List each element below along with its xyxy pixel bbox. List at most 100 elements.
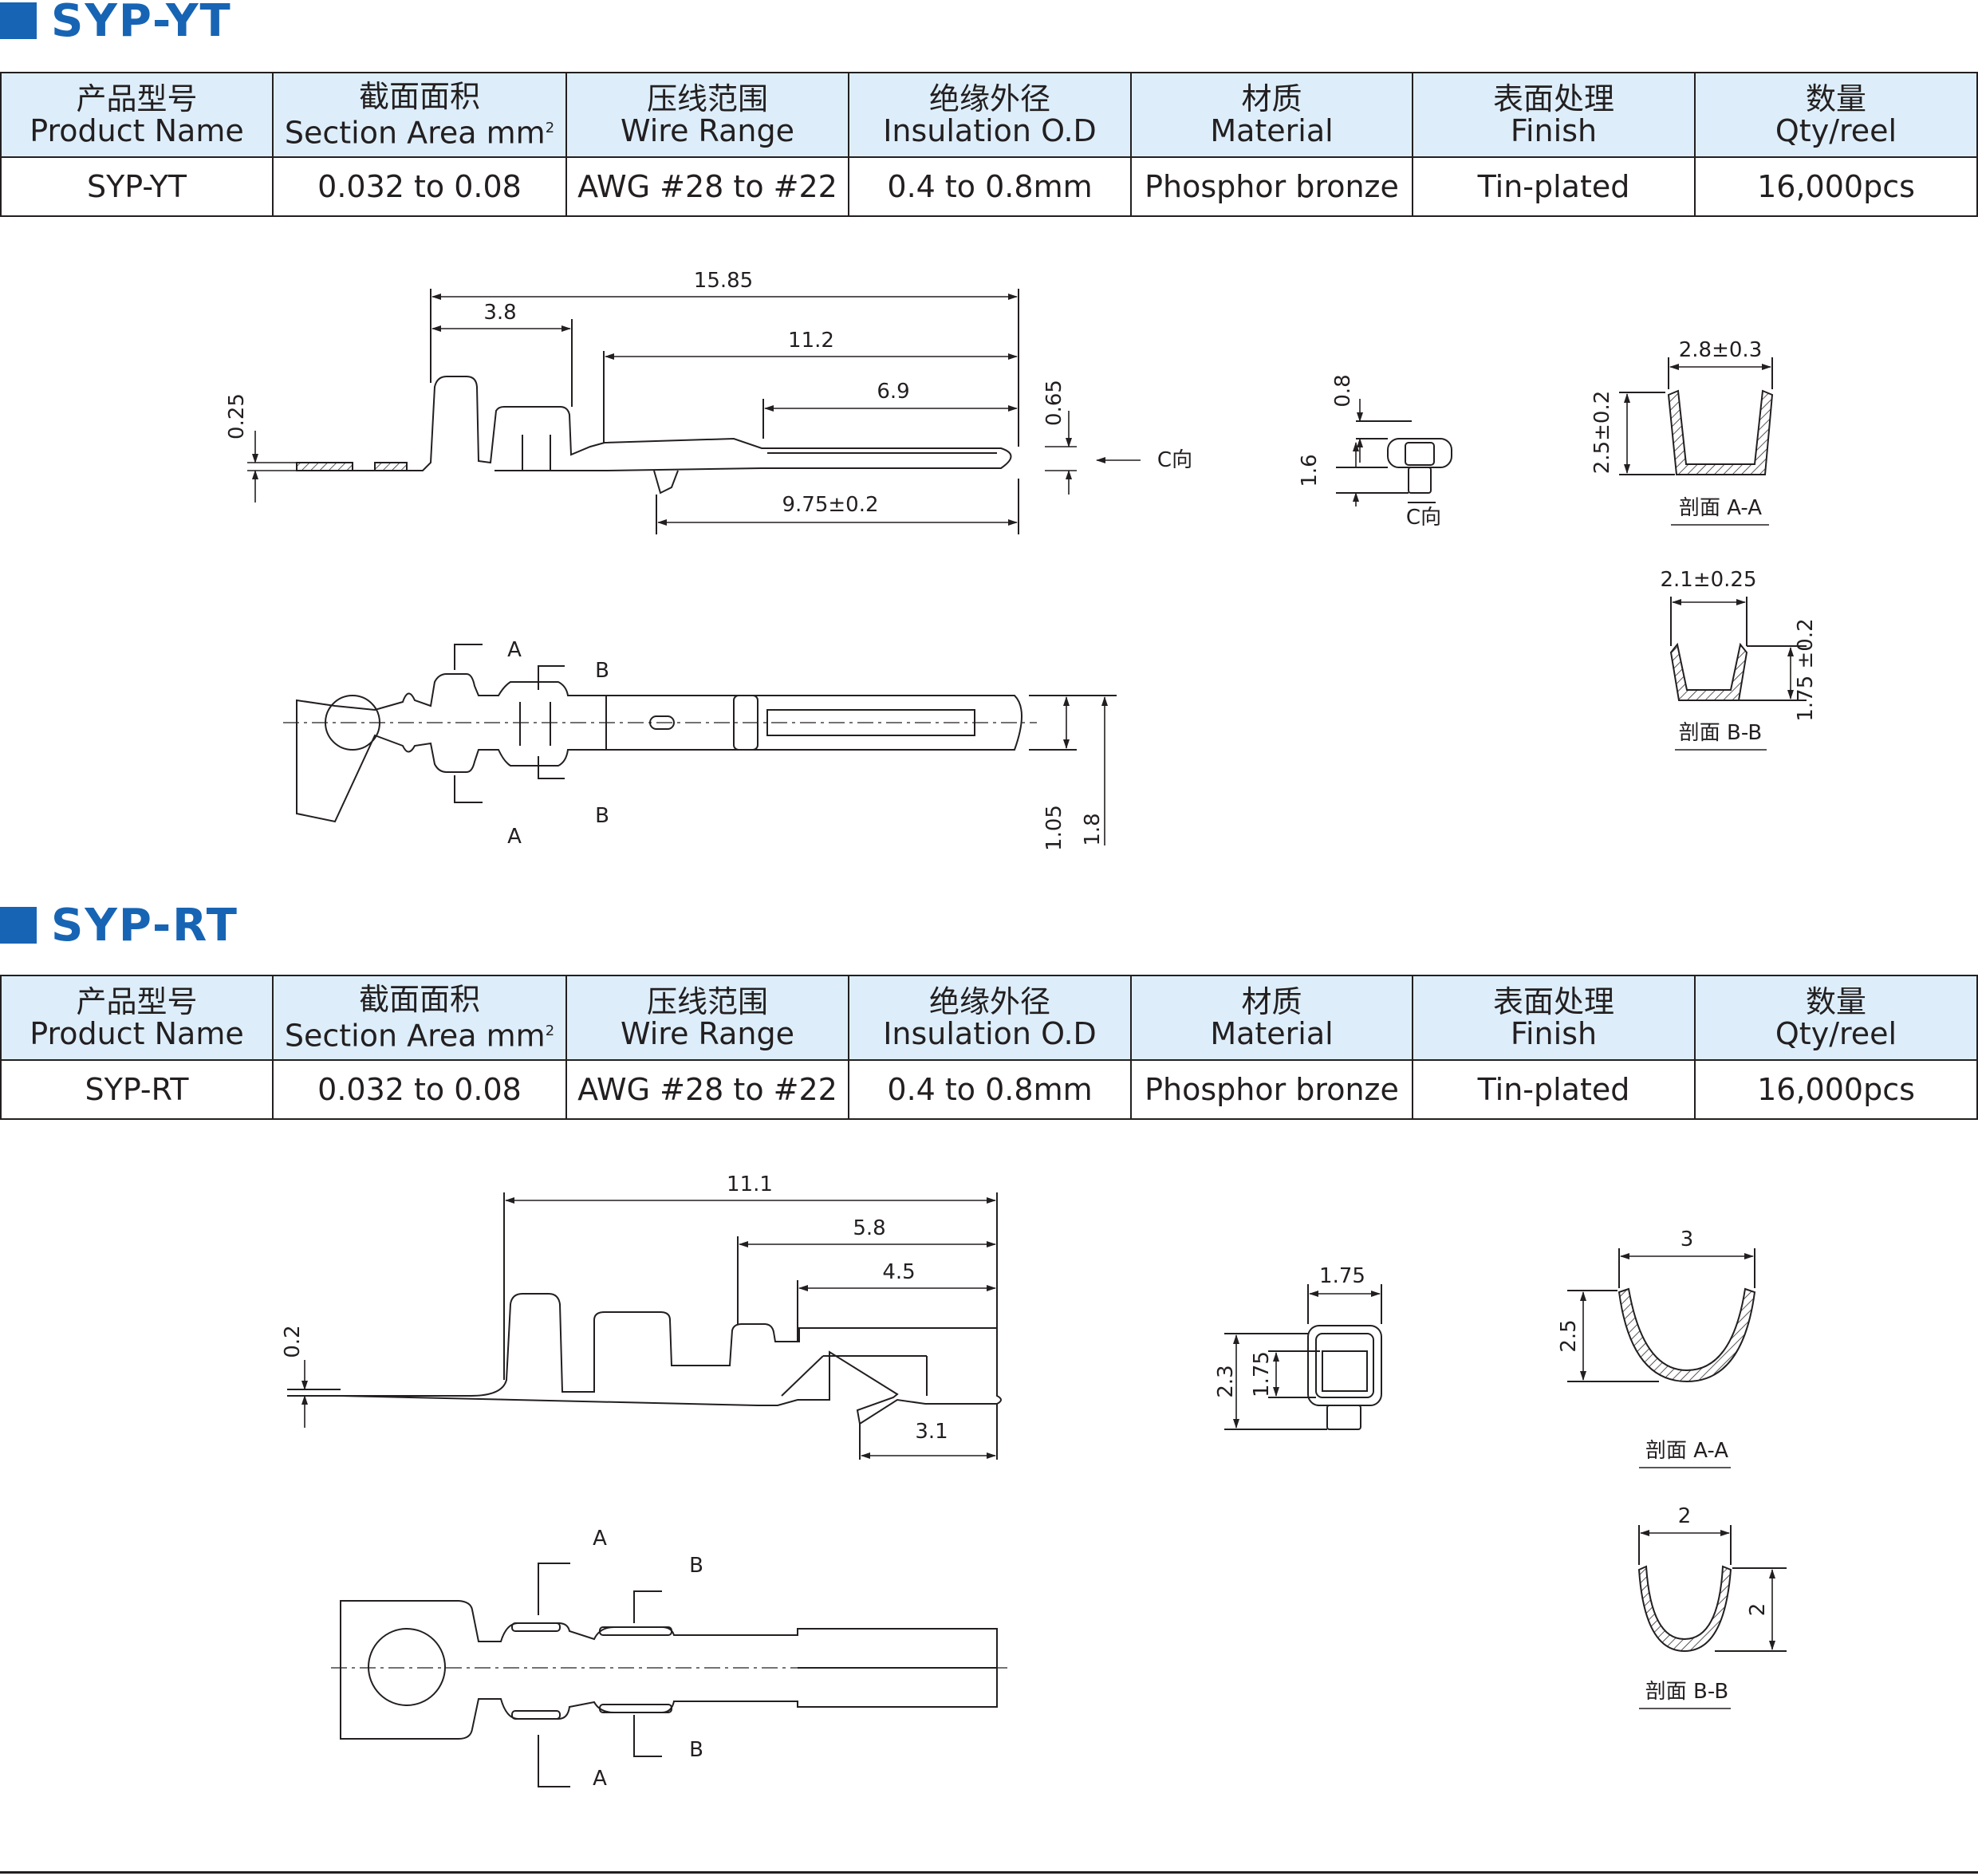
top-view-outline bbox=[331, 1563, 1009, 1787]
cell-qty: 16,000pcs bbox=[1694, 1059, 1978, 1120]
dim-label: 0.65 bbox=[1042, 380, 1066, 426]
section-title-syp-rt: SYP-RT bbox=[0, 899, 238, 952]
top-view-labels: A B A B 1.05 1.8 bbox=[507, 638, 1105, 851]
dim-label: 0.25 bbox=[225, 393, 249, 439]
section-marker-label: B bbox=[689, 1738, 703, 1762]
section-label: 剖面 B-B bbox=[1679, 721, 1762, 745]
section-a-labels: 3 2.5 剖面 A-A bbox=[1557, 1228, 1728, 1463]
dim-label: 2.1±0.25 bbox=[1660, 568, 1756, 592]
table-row: SYP-RT 0.032 to 0.08 AWG #28 to #22 0.4 … bbox=[0, 1059, 1978, 1120]
c-view-labels: 0.8 1.6 C向 bbox=[1298, 374, 1441, 530]
dim-label: 2.5 bbox=[1557, 1319, 1581, 1352]
dim-label: 4.5 bbox=[882, 1260, 915, 1284]
cell-insulation: 0.4 to 0.8mm bbox=[848, 1059, 1132, 1120]
bottom-rule bbox=[0, 1871, 1978, 1874]
dim-label: 15.85 bbox=[694, 269, 753, 293]
drawing-syp-rt: 11.1 5.8 4.5 0.2 3.1 1.75 2.3 1.75 bbox=[281, 1172, 1787, 1791]
cell-material: Phosphor bronze bbox=[1130, 156, 1413, 217]
section-b-b-outline bbox=[1637, 1525, 1787, 1653]
cell-wire-range: AWG #28 to #22 bbox=[565, 156, 849, 217]
dim-label: 2 bbox=[1678, 1504, 1692, 1528]
dim-label: 2 bbox=[1746, 1603, 1770, 1617]
cell-insulation: 0.4 to 0.8mm bbox=[848, 156, 1132, 217]
section-b-b-outline bbox=[1669, 597, 1807, 701]
cell-finish: Tin-plated bbox=[1412, 156, 1696, 217]
cell-wire-range: AWG #28 to #22 bbox=[565, 1059, 849, 1120]
section-marker-label: A bbox=[507, 638, 522, 662]
end-view-outline bbox=[1224, 1284, 1382, 1430]
dim-label: C向 bbox=[1406, 506, 1441, 530]
section-marker-label: A bbox=[593, 1767, 607, 1791]
dim-label: 0.8 bbox=[1331, 374, 1355, 407]
cell-section-area: 0.032 to 0.08 bbox=[272, 156, 567, 217]
section-marker-label: B bbox=[595, 804, 609, 828]
dim-label: 3.1 bbox=[915, 1420, 948, 1444]
dim-label: 1.6 bbox=[1298, 454, 1322, 487]
title-square-icon bbox=[0, 907, 37, 944]
end-view-labels: 1.75 2.3 1.75 bbox=[1214, 1264, 1365, 1398]
dim-label: 1.75 bbox=[1319, 1264, 1365, 1288]
dim-label: 6.9 bbox=[877, 380, 909, 404]
cell-qty: 16,000pcs bbox=[1694, 156, 1978, 217]
section-a-a-outline bbox=[1619, 357, 1774, 475]
dim-label: 2.3 bbox=[1214, 1365, 1238, 1397]
section-b-labels: 2 2 剖面 B-B bbox=[1645, 1504, 1770, 1704]
title-square-icon bbox=[0, 2, 37, 39]
section-a-labels: 2.8±0.3 2.5±0.2 剖面 A-A bbox=[1590, 338, 1762, 520]
dim-label: 1.05 bbox=[1042, 805, 1066, 851]
section-b-labels: 2.1±0.25 1.75 ±0.2 剖面 B-B bbox=[1660, 568, 1818, 745]
cell-section-area: 0.032 to 0.08 bbox=[272, 1059, 567, 1120]
section-marker-label: B bbox=[595, 659, 609, 683]
drawing-syp-yt: 15.85 3.8 11.2 6.9 9.75±0.2 C向 0.65 0.25… bbox=[225, 269, 1818, 851]
section-title-text: SYP-RT bbox=[51, 899, 238, 952]
c-view-outline bbox=[1336, 420, 1452, 503]
section-label: 剖面 B-B bbox=[1645, 1680, 1728, 1704]
dim-label: 3.8 bbox=[483, 301, 516, 325]
side-view-outline bbox=[287, 1192, 1002, 1460]
dim-label: 3 bbox=[1681, 1228, 1694, 1251]
section-marker-label: A bbox=[507, 825, 522, 849]
section-marker-label: A bbox=[593, 1527, 607, 1551]
cell-material: Phosphor bronze bbox=[1130, 1059, 1413, 1120]
cell-product: SYP-RT bbox=[0, 1059, 274, 1120]
section-label: 剖面 A-A bbox=[1679, 496, 1762, 520]
dim-label: 1.8 bbox=[1081, 813, 1105, 845]
dimension-lines bbox=[247, 294, 1141, 526]
table-row: SYP-YT 0.032 to 0.08 AWG #28 to #22 0.4 … bbox=[0, 156, 1978, 217]
dim-label: 9.75±0.2 bbox=[782, 493, 878, 517]
side-view-labels: 11.1 5.8 4.5 0.2 3.1 bbox=[281, 1172, 948, 1444]
dim-label: 11.2 bbox=[788, 329, 834, 353]
cell-finish: Tin-plated bbox=[1412, 1059, 1696, 1120]
side-view-labels: 15.85 3.8 11.2 6.9 9.75±0.2 C向 0.65 0.25 bbox=[225, 269, 1192, 517]
top-view-outline bbox=[283, 644, 1117, 823]
dim-label: 2.8±0.3 bbox=[1679, 338, 1762, 362]
section-a-a-outline bbox=[1567, 1248, 1756, 1383]
side-view-outline bbox=[296, 289, 1019, 534]
dim-label: 1.75 bbox=[1250, 1351, 1274, 1397]
dim-label: 2.5±0.2 bbox=[1590, 391, 1614, 474]
dim-label: C向 bbox=[1157, 448, 1192, 472]
section-title-syp-yt: SYP-YT bbox=[0, 0, 232, 47]
section-label: 剖面 A-A bbox=[1645, 1439, 1728, 1463]
dim-label: 1.75 ±0.2 bbox=[1794, 618, 1818, 721]
top-view-labels: A B A B bbox=[593, 1527, 703, 1791]
dim-label: 0.2 bbox=[281, 1325, 305, 1358]
